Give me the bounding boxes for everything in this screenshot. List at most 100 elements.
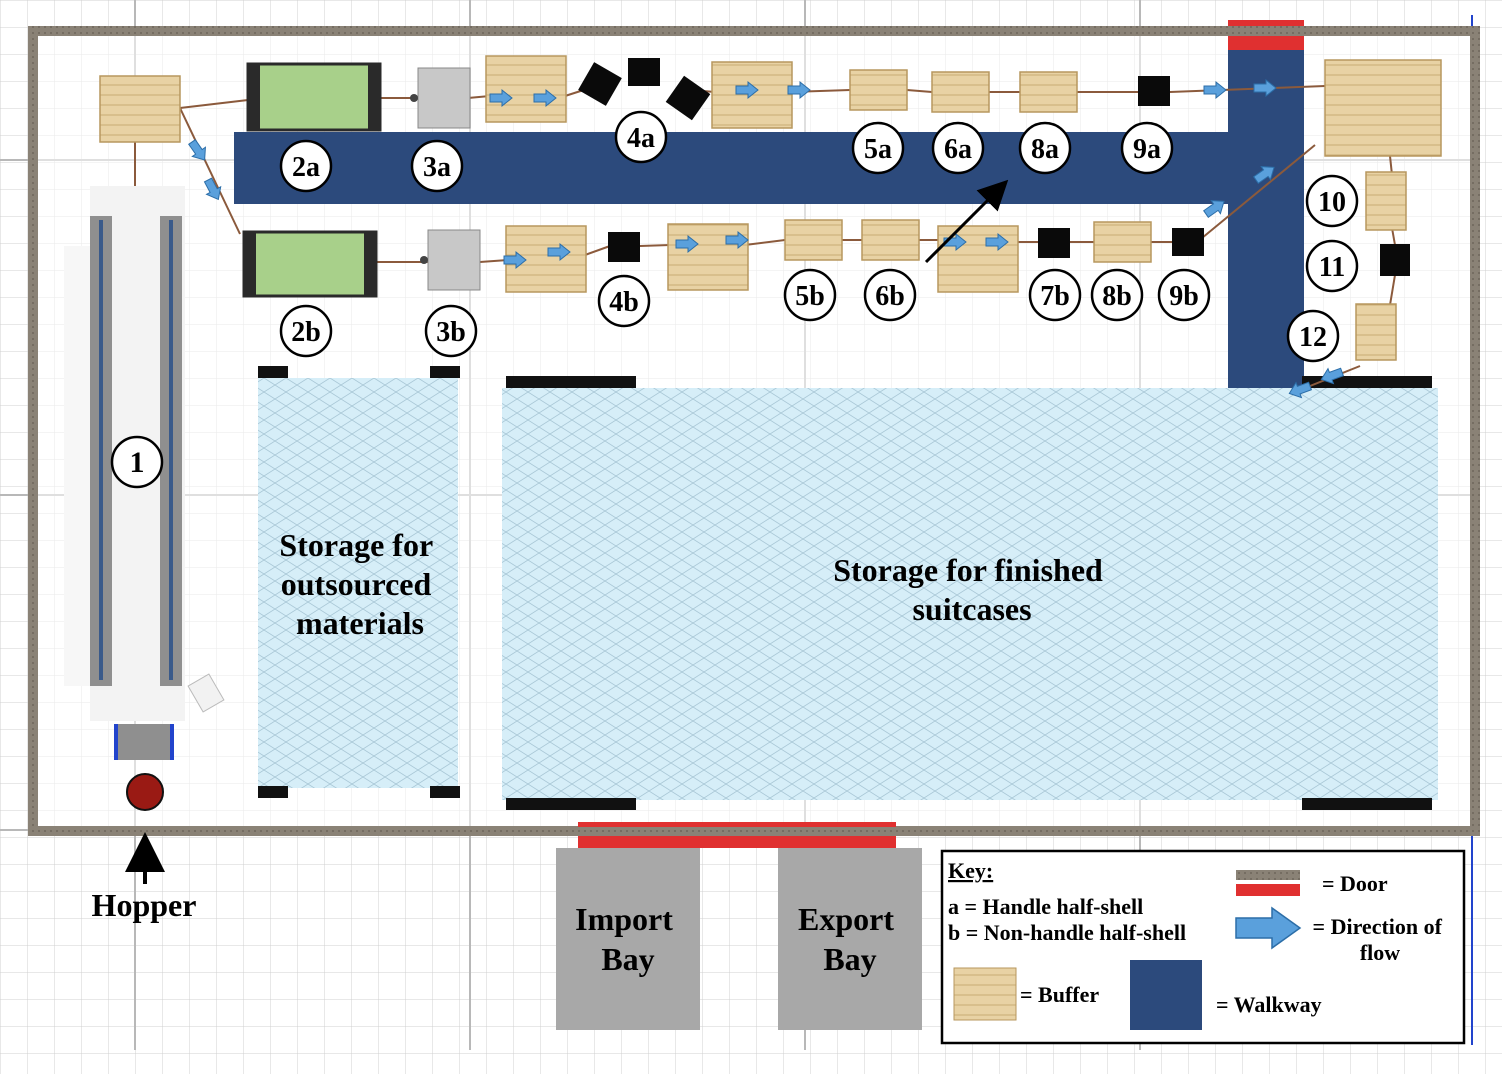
legend-walkway-swatch <box>1130 960 1202 1030</box>
finished-storage-area <box>502 388 1438 800</box>
legend-arrow-swatch <box>1235 906 1302 950</box>
station-label: 6b <box>875 281 905 312</box>
station-circle <box>1120 121 1174 175</box>
station-circle <box>110 435 164 489</box>
finished-label-line-1: Storage for finished <box>833 552 1103 588</box>
svg-text:Import Bay: Import Bay <box>575 901 681 977</box>
station-2a-marker: 2a <box>279 139 333 193</box>
station-8b-marker: 8b <box>1090 268 1144 322</box>
station-label: 3b <box>436 317 466 348</box>
legend-a: a = Handle half-shell <box>948 894 1143 919</box>
station-label: 5b <box>795 281 825 312</box>
station-circle <box>783 268 837 322</box>
station-circle <box>1018 121 1072 175</box>
station-label: 6a <box>944 134 972 165</box>
legend-b: b = Non-handle half-shell <box>948 920 1186 945</box>
station-6a-marker: 6a <box>931 121 985 175</box>
station-4b-marker: 4b <box>597 274 651 328</box>
station-3a-marker: 3a <box>410 139 464 193</box>
station-3b-marker: 3b <box>424 304 478 358</box>
building-walls <box>28 26 1480 836</box>
machine-3b <box>420 229 481 291</box>
outsourced-label-line-1: Storage for <box>279 527 433 563</box>
station-9b-marker: 9b <box>1157 268 1211 322</box>
legend-box: Key: a = Handle half-shell b = Non-handl… <box>940 849 1466 1045</box>
station-circle <box>851 121 905 175</box>
station-label: 9b <box>1169 281 1199 312</box>
finished-storage-label: Storage for finished suitcases <box>833 552 1111 627</box>
station-label: 12 <box>1299 322 1327 353</box>
machine-2b <box>242 230 378 298</box>
station-circle <box>1028 268 1082 322</box>
station-5b-marker: 5b <box>783 268 837 322</box>
station-circle <box>279 139 333 193</box>
station-8a-marker: 8a <box>1018 121 1072 175</box>
station-circle <box>1305 174 1359 228</box>
station-label: 4a <box>627 123 655 154</box>
import-bay: Import Bay <box>556 848 700 1030</box>
station-label: 9a <box>1133 134 1161 165</box>
station-markers: 1 2a 3a 4a 5a 6a 8a 9a 2b 3b 4b 5b 6b 7b 8b 9b 10 11 12 <box>110 110 1359 489</box>
machine-2a <box>246 62 382 132</box>
top-door <box>1228 20 1304 50</box>
outsourced-storage-label: Storage for outsourced materials <box>279 527 440 641</box>
station-label: 11 <box>1319 252 1345 283</box>
workstations <box>578 58 1410 276</box>
station-circle <box>424 304 478 358</box>
station-circle <box>410 139 464 193</box>
legend-direction-label: = Direction of flow <box>1313 914 1448 965</box>
station-circle <box>863 268 917 322</box>
flow-arrows <box>188 78 1345 399</box>
station-label: 7b <box>1040 281 1070 312</box>
hopper-label: Hopper <box>92 887 197 923</box>
svg-text:Export Bay: Export Bay <box>798 901 902 977</box>
walkway-pointer-arrow <box>924 179 1009 264</box>
legend-walkway-label: = Walkway <box>1216 992 1322 1017</box>
station-9a-marker: 9a <box>1120 121 1174 175</box>
legend-title: Key: <box>948 858 993 883</box>
finished-label-line-2: suitcases <box>912 591 1031 627</box>
machine-3a <box>410 67 471 129</box>
import-bay-line-2: Bay <box>601 941 654 977</box>
hopper-feeder <box>114 724 174 811</box>
station-6b-marker: 6b <box>863 268 917 322</box>
station-label: 2a <box>292 152 320 183</box>
station-7b-marker: 7b <box>1028 268 1082 322</box>
station-circle <box>931 121 985 175</box>
station-11-marker: 11 <box>1305 239 1359 293</box>
station-12-marker: 12 <box>1286 309 1340 363</box>
outsourced-storage-corners <box>258 366 460 798</box>
station-2b-marker: 2b <box>279 304 333 358</box>
export-bay: Export Bay <box>778 848 922 1030</box>
station-label: 3a <box>423 152 451 183</box>
import-bay-line-1: Import <box>575 901 673 937</box>
station-label: 1 <box>130 446 145 479</box>
station-5a-marker: 5a <box>851 121 905 175</box>
station-circle <box>614 110 668 164</box>
station-4a-marker: 4a <box>614 110 668 164</box>
station-circle <box>597 274 651 328</box>
outsourced-label-line-3: materials <box>296 605 424 641</box>
station-label: 4b <box>609 287 639 318</box>
legend-door-label: = Door <box>1322 871 1388 896</box>
conveyor-1 <box>64 186 225 721</box>
bottom-door <box>578 822 896 848</box>
outsourced-storage-area <box>258 378 458 788</box>
legend-buffer-swatch <box>953 967 1017 1021</box>
station-label: 5a <box>864 134 892 165</box>
station-circle <box>1157 268 1211 322</box>
station-1-marker: 1 <box>110 435 164 489</box>
legend-buffer-label: = Buffer <box>1020 982 1099 1007</box>
station-circle <box>1305 239 1359 293</box>
station-label: 8b <box>1102 281 1132 312</box>
station-circle <box>1286 309 1340 363</box>
legend-direction-line-1: = Direction of <box>1313 914 1443 939</box>
outsourced-label-line-2: outsourced <box>281 566 432 602</box>
station-circle <box>279 304 333 358</box>
station-label: 8a <box>1031 134 1059 165</box>
export-bay-line-1: Export <box>798 901 894 937</box>
export-bay-line-2: Bay <box>823 941 876 977</box>
station-label: 10 <box>1318 187 1346 218</box>
legend-direction-line-2: flow <box>1360 940 1400 965</box>
